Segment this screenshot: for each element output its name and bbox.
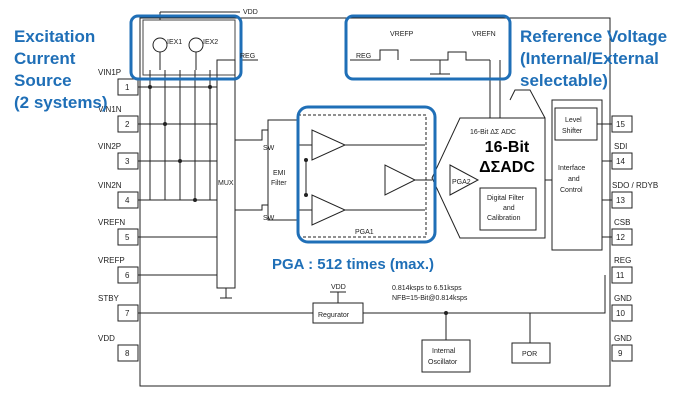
adc-block [431,117,546,239]
pin-6-num: 6 [125,271,130,280]
speed-line-2: NFB=15-Bit@0.814ksps [392,295,468,302]
pin-10-num: 10 [616,309,625,318]
pin-2-name: VIN1N [98,105,122,114]
oscillator-block [421,339,471,373]
adc-small-label: 16-Bit ΔΣ ADC [470,129,516,136]
pin-7-num: 7 [125,309,130,318]
pin-14-name: SDI [614,142,627,151]
adc-type-label: ΔΣADC [479,159,535,176]
interface-label-2: and [568,176,580,183]
pin-14-num: 14 [616,157,625,166]
reference-line-2: (Internal/External [520,49,659,68]
vrefp-label: VREFP [390,31,414,38]
sw-label-1: SW [263,145,275,152]
pin-4-name: VIN2N [98,181,122,190]
pin-12-num: 12 [616,233,625,242]
reference-highlight [344,14,512,81]
pin-10-name: GND [614,294,632,303]
oscillator-label-1: Internal [432,348,456,355]
vdd-top-label: VDD [243,9,258,16]
excitation-line-2: Current [14,49,76,68]
excitation-highlight [129,14,243,81]
dfilter-label-3: Calibration [487,215,521,222]
pin-4-num: 4 [125,196,130,205]
pin-13-name: SDO / RDYB [612,181,658,190]
level-shifter-block [554,107,598,141]
pin-2-num: 2 [125,120,130,129]
excitation-line-4: (2 systems) [14,93,108,112]
oscillator-label-2: Oscillator [428,359,458,366]
adc-bits-label: 16-Bit [484,139,530,156]
pin-15-num: 15 [616,120,625,129]
pga2-label: PGA2 [452,179,471,186]
dfilter-label-2: and [503,205,515,212]
pga-highlight [296,105,437,244]
digital-filter-block [479,187,537,231]
interface-block [551,99,603,251]
dfilter-label-1: Digital Filter [487,195,525,202]
por-block [511,342,551,364]
pin-9-name: GND [614,334,632,343]
pin-5-num: 5 [125,233,130,242]
regulator-label: Regurator [318,312,350,319]
pin-1-num: 1 [125,83,130,92]
pin-11-name: REG [614,256,631,265]
reg-ref-label: REG [356,53,371,60]
chip-outline [139,17,611,387]
interface-label-3: Control [560,187,583,194]
pga1-label: PGA1 [355,229,374,236]
iex1-label: IEX1 [167,39,182,46]
pin-8-num: 8 [125,349,130,358]
pin-3-name: VIN2P [98,142,121,151]
pin-5-name: VREFN [98,218,125,227]
mux-label: MUX [218,180,234,187]
pga2-amp [449,164,480,196]
reference-line-1: Reference Voltage [520,27,668,46]
level-shifter-label-2: Shifter [562,128,583,135]
pin-6-name: VREFP [98,256,125,265]
pga-annotation: PGA : 512 times (max.) [272,256,435,273]
pin-7-name: STBY [98,294,120,303]
excitation-line-3: Source [14,71,72,90]
pin-8-name: VDD [98,334,115,343]
pin-12-name: CSB [614,218,630,227]
iex2-label: IEX2 [203,39,218,46]
pin-13-num: 13 [616,196,625,205]
speed-line-1: 0.814ksps to 6.51ksps [392,285,462,292]
pin-11-num: 11 [616,271,625,280]
reference-line-3: selectable) [520,71,608,90]
mux-block [216,59,236,289]
pin-1-name: VIN1P [98,68,121,77]
excitation-line-1: Excitation [14,27,96,46]
vrefn-label: VREFN [472,31,496,38]
emi-label-1: EMI [273,170,286,177]
emi-label-2: Filter [271,180,287,187]
pin-9-num: 9 [618,349,623,358]
pin-3-num: 3 [125,157,130,166]
level-shifter-label-1: Level [565,117,582,124]
vdd-reg-label: VDD [331,284,346,291]
por-label: POR [522,351,537,358]
reg-top-label: REG [240,53,255,60]
sw-label-2: SW [263,215,275,222]
interface-label-1: Interface [558,165,585,172]
